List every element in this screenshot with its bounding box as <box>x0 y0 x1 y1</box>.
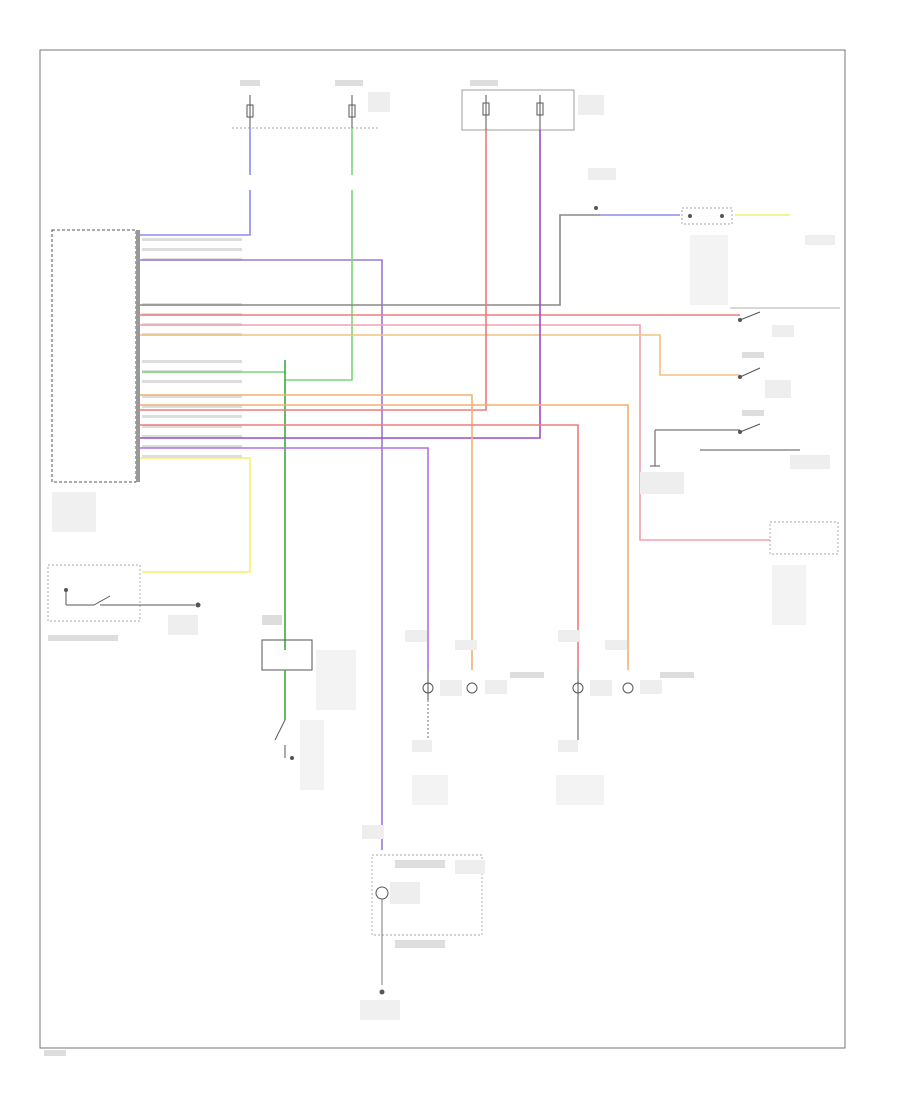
right-headlamp <box>556 630 694 805</box>
wire-black-right <box>654 429 800 460</box>
wire-red-right-headlamp <box>140 424 579 670</box>
wire-blue-fuse-feed <box>140 128 251 236</box>
bulb-icon <box>375 886 389 900</box>
wire-purple-fuse-feed <box>140 130 541 439</box>
wire-violet-left-headlamp <box>140 447 429 670</box>
ground-icon <box>195 602 201 608</box>
wire-green-fuse-feed <box>142 128 353 381</box>
fuse-icon <box>246 104 254 118</box>
left-headlamp <box>405 630 544 805</box>
diagram-frame <box>39 49 846 1049</box>
headlamp-switch <box>47 564 201 641</box>
wire-orange-dimmer <box>140 334 740 376</box>
switch-icon <box>738 352 791 398</box>
bulb-icon <box>466 682 478 694</box>
wire-orange-right-headlamp <box>140 404 629 670</box>
fuse-block-left <box>232 80 390 129</box>
ground-icon <box>379 989 385 995</box>
bulb-icon <box>622 682 634 694</box>
bulb-icon <box>422 682 434 694</box>
ground-icon <box>290 756 294 760</box>
wire-pink-low-beam <box>140 324 770 541</box>
fuse-icon <box>348 104 356 118</box>
relay <box>261 615 356 790</box>
fuse-block-right <box>461 80 604 131</box>
ground-icon <box>640 460 684 494</box>
wire-orange-left-headlamp <box>140 394 473 670</box>
park-lamp <box>360 825 485 1020</box>
switch-icon <box>738 311 794 337</box>
connector-top-right <box>588 168 616 210</box>
fuse-icon <box>536 102 544 116</box>
headlamp-switch-right <box>681 207 835 305</box>
corner-tag <box>44 1050 66 1056</box>
bulb-icon <box>572 682 584 694</box>
wire-gray-ground <box>140 214 600 306</box>
switch-icon <box>738 410 830 469</box>
right-side-module <box>769 521 839 625</box>
fuse-icon <box>482 102 490 116</box>
lighting-control-module <box>51 229 140 532</box>
wire-blue-to-park-lamp <box>140 259 383 850</box>
wire-yellow-switch <box>140 457 251 573</box>
wire-red-fuse-feed <box>140 130 487 411</box>
